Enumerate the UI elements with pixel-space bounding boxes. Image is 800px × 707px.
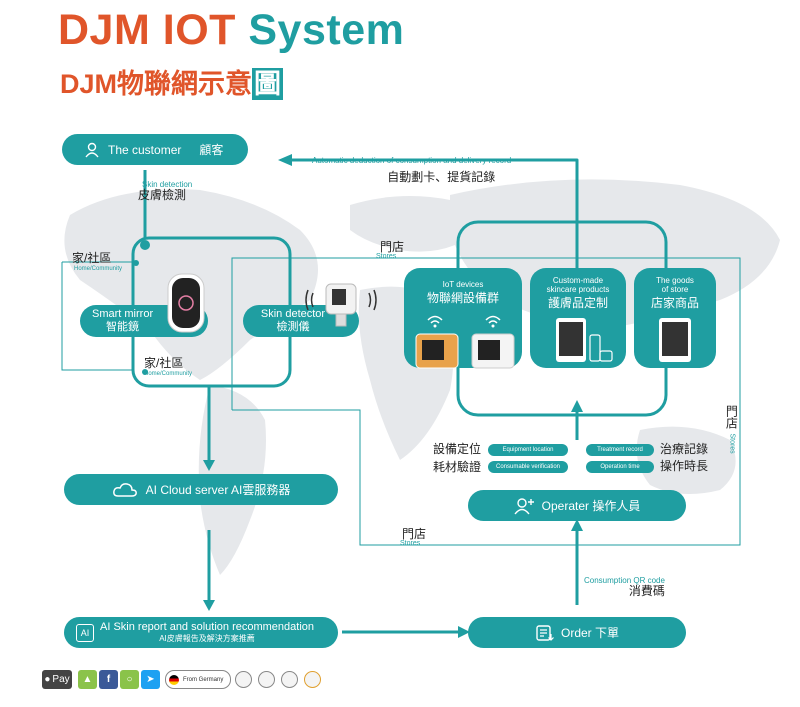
certification-badge-3-icon xyxy=(281,671,298,688)
subtitle-last-char: 圖 xyxy=(252,68,284,100)
iot-devices-cn: 物聯網設備群 xyxy=(426,291,499,305)
goods-en2: of store xyxy=(661,285,689,294)
stores-top-label: 門店 Stores xyxy=(376,240,405,260)
customer-pill: The customer 顧客 xyxy=(62,134,248,165)
stores-bottom-label: 門店 Stores xyxy=(400,527,427,547)
stores-right-label: 門店 Stores xyxy=(724,405,739,454)
smart-mirror-device-icon xyxy=(167,273,205,333)
subtitle-main: DJM物聯網示意 xyxy=(60,69,253,99)
ai-icon: AI xyxy=(76,623,94,642)
custom-made-card: Custom-made skincare products 護膚品定制 xyxy=(530,268,626,368)
treatment-cn: 治療記錄 xyxy=(660,442,709,456)
page-subtitle: DJM物聯網示意圖 xyxy=(60,62,284,101)
ai-report-pill: AI AI Skin report and solution recommend… xyxy=(64,617,338,648)
home-community-bottom-label: 家/社區 Home/Community xyxy=(144,356,193,377)
consumable-cn: 耗材驗證 xyxy=(433,460,482,474)
custom-made-en1: Custom-made xyxy=(552,276,604,285)
apple-pay-icon: ●Pay xyxy=(42,670,72,689)
customer-label: The customer xyxy=(108,142,182,157)
smart-mirror-cn: 智能鏡 xyxy=(106,321,140,333)
auto-deduct-label: Automatic deduction of consumption and d… xyxy=(312,156,512,185)
treatment-chip: Treatment record xyxy=(586,444,654,456)
order-label: Order 下單 xyxy=(560,626,619,640)
add-user-icon xyxy=(514,497,534,514)
facebook-icon: f xyxy=(99,670,118,689)
skin-detector-cn: 檢測儀 xyxy=(276,321,310,333)
operater-pill: Operater 操作人員 xyxy=(468,490,686,521)
iot-devices-card: IoT devices 物聯網設備群 xyxy=(404,268,522,369)
order-pill: Order 下單 xyxy=(468,617,686,648)
skin-detector-device-icon xyxy=(305,283,377,327)
tablet-products-icon xyxy=(556,318,613,362)
order-icon xyxy=(536,624,554,641)
cloud-server-pill: AI Cloud server AI雲服務器 xyxy=(64,474,338,505)
goods-cn: 店家商品 xyxy=(650,296,699,310)
germany-flag-icon xyxy=(169,674,179,685)
title-djm: DJM xyxy=(58,6,151,54)
iot-machines-icon xyxy=(415,315,515,369)
certification-badge-1-icon xyxy=(235,671,252,688)
from-germany-badge: From Germany xyxy=(165,670,231,689)
skin-detector-en: Skin detector xyxy=(260,308,326,320)
line-to-customer xyxy=(290,158,579,268)
goods-en1: The goods xyxy=(656,276,694,285)
cloud-label: AI Cloud server AI雲服務器 xyxy=(145,483,291,497)
custom-made-cn: 護膚品定制 xyxy=(547,296,608,310)
custom-made-en2: skincare products xyxy=(546,285,610,294)
page-title: DJM IOT System xyxy=(58,6,404,55)
certification-badge-2-icon xyxy=(258,671,275,688)
title-system: System xyxy=(248,6,405,54)
title-iot: IOT xyxy=(162,6,236,54)
wechat-icon: ○ xyxy=(120,670,139,689)
report-cn: AI皮膚報告及解決方案推薦 xyxy=(159,633,255,643)
equipment-chip: Equipment location xyxy=(488,444,568,456)
report-en: AI Skin report and solution recommendati… xyxy=(100,620,315,633)
skin-detection-label: Skin detection 皮膚檢測 xyxy=(138,180,193,203)
iot-devices-en: IoT devices xyxy=(442,280,484,289)
customer-cn: 顧客 xyxy=(199,143,224,157)
android-icon: ▲ xyxy=(78,670,97,689)
operation-chip: Operation time xyxy=(586,461,654,473)
cloud-icon xyxy=(112,482,137,497)
goods-card: The goods of store 店家商品 xyxy=(634,268,716,368)
home-community-top-label: 家/社區 Home/Community xyxy=(72,251,123,272)
smart-mirror-en: Smart mirror xyxy=(92,308,154,320)
certification-badge-4-icon xyxy=(304,671,321,688)
user-icon xyxy=(85,142,99,157)
operation-cn: 操作時長 xyxy=(660,459,709,473)
equipment-cn: 設備定位 xyxy=(433,442,482,456)
twitter-icon: ➤ xyxy=(141,670,160,689)
qr-label: Consumption QR code 消費碼 xyxy=(584,576,665,599)
tablet-icon xyxy=(659,318,691,362)
consumable-chip: Consumable verification xyxy=(488,461,568,473)
operater-label: Operater 操作人員 xyxy=(541,499,641,513)
